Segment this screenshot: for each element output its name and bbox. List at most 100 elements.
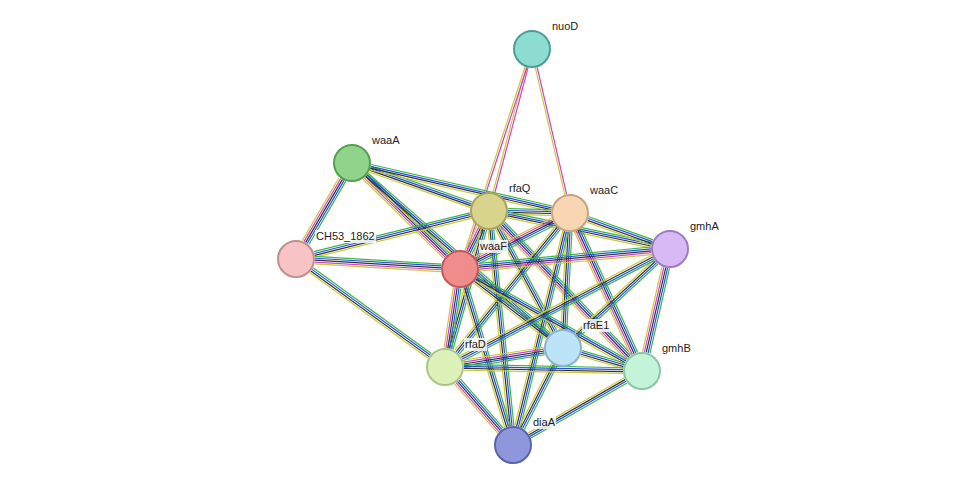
interaction-edge [465, 67, 527, 251]
node-label: rfaD [464, 338, 487, 351]
evidence-line [464, 351, 544, 364]
evidence-line [535, 68, 564, 195]
evidence-line [464, 370, 623, 373]
evidence-line [467, 227, 479, 251]
node-label: gmhB [661, 342, 692, 355]
evidence-line [643, 267, 662, 352]
protein-node: waaA [333, 144, 371, 182]
evidence-line [561, 232, 566, 329]
evidence-line [477, 278, 550, 334]
evidence-line [467, 67, 527, 251]
protein-node: waaC [551, 194, 589, 232]
evidence-line [460, 379, 503, 428]
evidence-line [581, 354, 624, 366]
evidence-line [457, 381, 500, 430]
evidence-line [528, 378, 624, 433]
node-label: rfaQ [508, 182, 531, 195]
interaction-edge [493, 67, 528, 193]
evidence-line [508, 211, 551, 212]
protein-node: waaF [441, 250, 479, 288]
protein-node: rfaE1 [544, 329, 582, 367]
node-label: CH53_1862 [315, 230, 376, 243]
protein-node: gmhB [623, 352, 661, 390]
protein-node: CH53_1862 [277, 240, 315, 278]
node-label: waaC [589, 184, 619, 197]
evidence-line [465, 226, 477, 250]
evidence-line [315, 264, 441, 272]
evidence-line [523, 365, 556, 428]
interaction-edge [455, 379, 504, 433]
node-label: gmhA [689, 220, 720, 233]
evidence-line [495, 68, 528, 193]
protein-node: rfaQ [470, 192, 508, 230]
evidence-line [648, 268, 667, 353]
evidence-line [587, 222, 651, 245]
evidence-line [644, 267, 663, 352]
evidence-line [529, 380, 625, 435]
evidence-line [537, 67, 566, 194]
interaction-edge [464, 365, 623, 374]
interaction-edge [519, 364, 557, 430]
evidence-line [455, 384, 498, 433]
evidence-line [476, 280, 549, 336]
interaction-edge [473, 278, 549, 338]
evidence-line [314, 215, 470, 254]
evidence-line [315, 218, 471, 257]
protein-node: nuoD [513, 30, 551, 68]
evidence-line [458, 228, 559, 352]
evidence-line [363, 179, 444, 258]
interaction-edge [580, 351, 624, 369]
evidence-line [313, 268, 431, 354]
interaction-edge [363, 174, 449, 259]
evidence-line [444, 287, 453, 347]
evidence-line [456, 383, 499, 432]
evidence-line [310, 272, 428, 358]
evidence-line [588, 220, 652, 243]
node-label: waaF [479, 240, 508, 253]
interaction-edge [508, 209, 551, 216]
interaction-edge [535, 67, 566, 194]
evidence-line [364, 178, 445, 257]
evidence-line [463, 349, 543, 362]
node-label: diaA [532, 416, 556, 429]
node-label: rfaE1 [582, 319, 610, 332]
evidence-line [530, 381, 626, 436]
evidence-line [588, 219, 652, 242]
protein-node: rfaD [426, 348, 464, 386]
evidence-line [315, 217, 471, 256]
evidence-line [465, 67, 525, 251]
evidence-line [311, 271, 429, 357]
evidence-line [314, 213, 470, 252]
evidence-line [366, 176, 447, 255]
evidence-line [446, 287, 455, 347]
evidence-line [589, 217, 653, 240]
interaction-edge [643, 267, 670, 354]
evidence-line [464, 353, 544, 366]
evidence-line [646, 268, 665, 353]
interaction-edge [528, 378, 627, 438]
evidence-line [479, 251, 651, 267]
evidence-line [315, 260, 441, 268]
interaction-edge [314, 213, 471, 257]
protein-node: gmhA [651, 230, 689, 268]
node-label: nuoD [551, 20, 579, 33]
evidence-line [368, 173, 550, 333]
protein-node: diaA [494, 426, 532, 464]
evidence-line [459, 230, 560, 354]
evidence-line [650, 268, 669, 353]
evidence-line [576, 261, 655, 334]
evidence-line [524, 366, 557, 429]
evidence-line [479, 253, 651, 269]
interaction-edge [575, 260, 658, 337]
evidence-line [508, 209, 551, 210]
evidence-line [459, 380, 502, 429]
interaction-edge [444, 287, 461, 349]
node-label: waaA [371, 134, 401, 147]
interaction-edge [587, 217, 653, 245]
evidence-line [531, 383, 627, 438]
evidence-line [315, 262, 441, 270]
interaction-edge [310, 268, 432, 358]
evidence-line [312, 269, 430, 355]
interaction-edge [315, 256, 442, 271]
